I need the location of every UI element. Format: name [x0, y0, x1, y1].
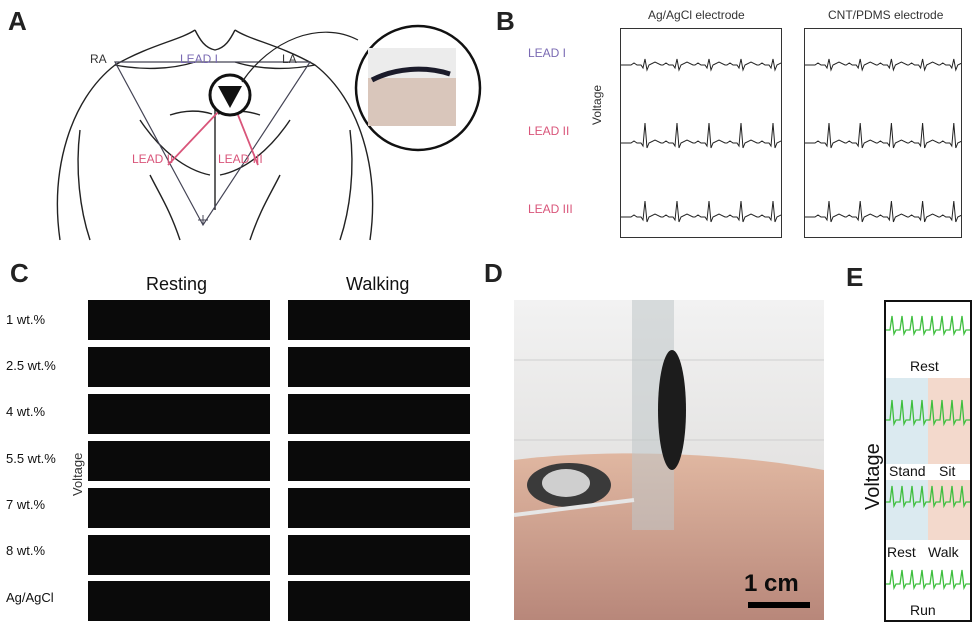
c-rest-3	[88, 394, 270, 434]
c-rest-1	[88, 300, 270, 340]
c-walk-2	[288, 347, 470, 387]
c-row-1: 1 wt.%	[6, 312, 46, 327]
panel-a-letter: A	[8, 6, 27, 36]
b-col2-title: CNT/PDMS electrode	[828, 8, 944, 22]
c-col-resting: Resting	[146, 274, 208, 294]
c-walk-7	[288, 581, 470, 621]
ecg-trace	[621, 200, 790, 223]
e-trace	[886, 315, 970, 337]
e-band-stand	[886, 378, 928, 464]
panel-e-letter: E	[846, 262, 864, 292]
ecg-trace	[621, 122, 790, 149]
ecg-trace	[805, 58, 971, 72]
c-walk-6	[288, 535, 470, 575]
e-label-rest: Rest	[910, 358, 939, 374]
c-row-7: Ag/AgCl	[6, 590, 54, 605]
e-label-run: Run	[910, 602, 936, 618]
c-row-5: 7 wt.%	[6, 497, 46, 512]
e-label-sit: Sit	[939, 463, 956, 479]
c-rest-7	[88, 581, 270, 621]
label-lead-i: LEAD I	[180, 52, 219, 66]
torso-illustration	[56, 24, 482, 241]
c-walk-1	[288, 300, 470, 340]
e-label-stand: Stand	[889, 463, 926, 479]
ecg-trace	[805, 200, 971, 223]
panel-c-letter: C	[10, 258, 29, 288]
e-frame	[884, 300, 972, 622]
b-trace-box-agagcl	[620, 28, 790, 238]
c-row-2: 2.5 wt.%	[6, 358, 56, 373]
panel-d-letter: D	[484, 258, 503, 288]
b-row-lead-iii: LEAD III	[528, 202, 573, 216]
c-rest-4	[88, 441, 270, 481]
c-row-4: 5.5 wt.%	[6, 451, 56, 466]
sensor-photo	[514, 300, 824, 620]
label-la: LA	[282, 52, 297, 66]
c-row-3: 4 wt.%	[6, 404, 46, 419]
b-traces-cnt	[805, 58, 971, 223]
label-ra: RA	[90, 52, 107, 66]
b-traces-agagcl	[621, 58, 790, 223]
c-rest-5	[88, 488, 270, 528]
e-label-walk: Walk	[928, 544, 959, 560]
b-col1-title: Ag/AgCl electrode	[648, 8, 745, 22]
b-ylabel: Voltage	[590, 84, 604, 125]
e-trace	[886, 399, 970, 427]
b-row-lead-i: LEAD I	[528, 46, 567, 60]
c-rest-2	[88, 347, 270, 387]
b-row-lead-ii: LEAD II	[528, 124, 570, 138]
c-ylabel: Voltage	[70, 452, 85, 496]
label-lead-ii: LEAD II	[132, 152, 174, 166]
e-label-rest2: Rest	[887, 544, 916, 560]
b-trace-box-cnt	[804, 28, 971, 238]
panel-b-letter: B	[496, 6, 515, 36]
e-trace	[886, 569, 970, 591]
ecg-trace	[621, 58, 790, 72]
c-rest-6	[88, 535, 270, 575]
c-walk-5	[288, 488, 470, 528]
e-trace	[886, 485, 970, 509]
c-col-walking: Walking	[346, 274, 410, 294]
label-lead-iii: LEAD III	[218, 152, 263, 166]
c-walk-3	[288, 394, 470, 434]
scalebar-label: 1 cm	[744, 570, 799, 597]
c-row-6: 8 wt.%	[6, 543, 46, 558]
ecg-trace	[805, 122, 971, 149]
e-traces	[886, 315, 970, 591]
c-walk-4	[288, 441, 470, 481]
scalebar	[748, 602, 810, 608]
e-ylabel: Voltage	[862, 443, 884, 510]
